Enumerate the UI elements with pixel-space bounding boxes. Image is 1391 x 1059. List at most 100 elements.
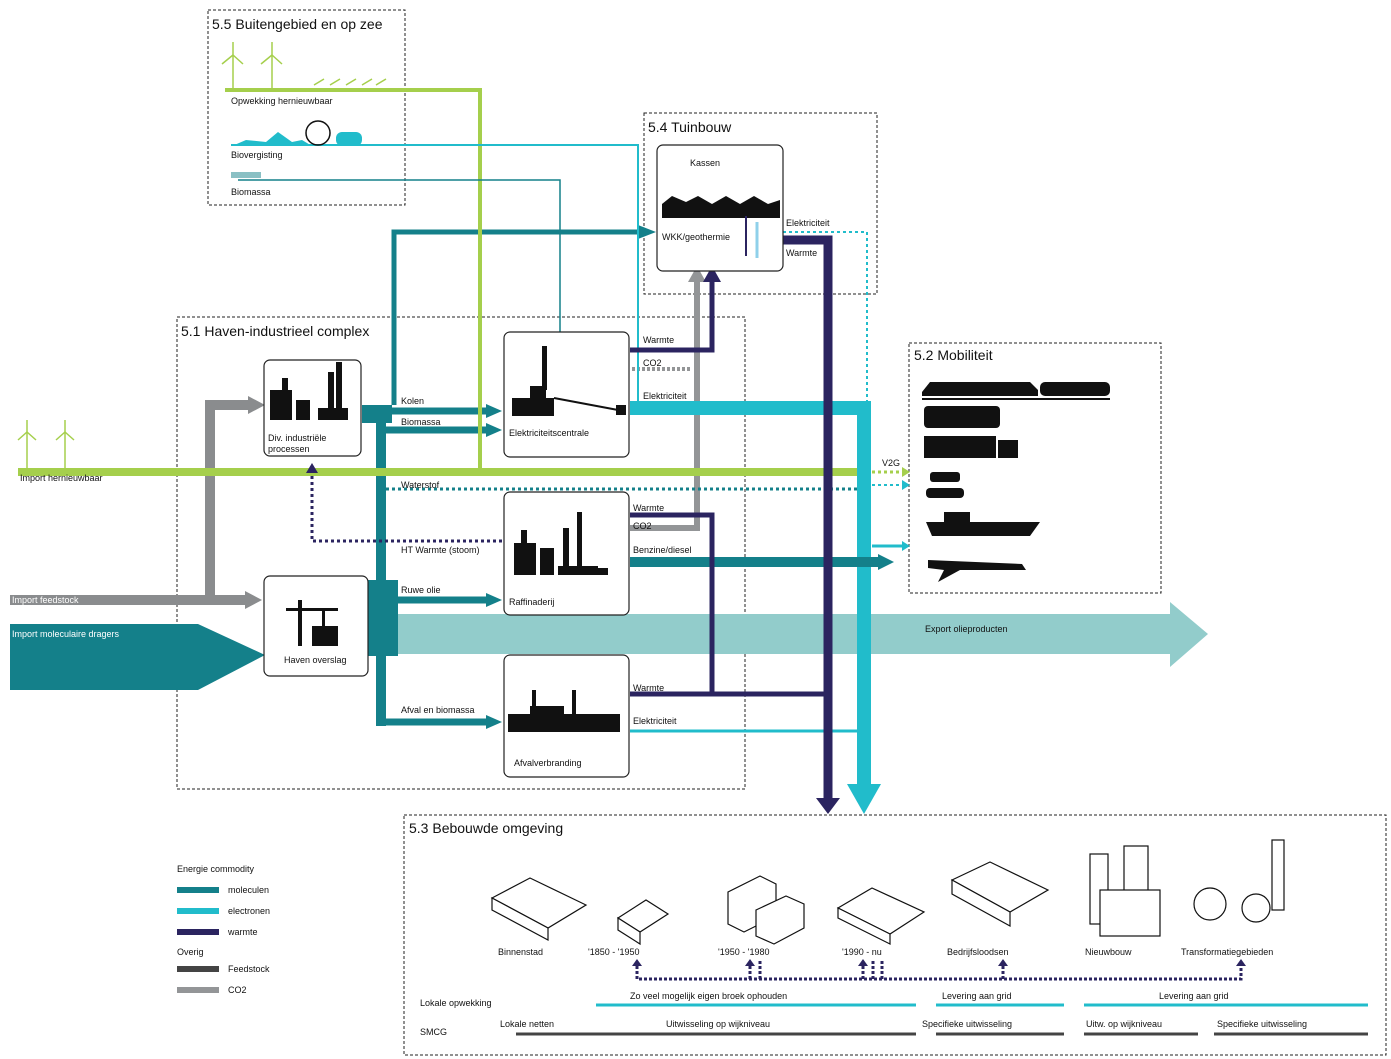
- import-wind-icon: [17, 420, 75, 470]
- zone-mobiliteit-title: 5.2 Mobiliteit: [914, 347, 993, 363]
- kassen-label: Kassen: [690, 158, 720, 168]
- plant-haven-label: Haven overslag: [284, 655, 347, 665]
- feedstock-arrowheads: [245, 396, 265, 609]
- wind-turbine-icon: [221, 42, 387, 92]
- opwekking-text-1: Zo veel mogelijk eigen broek ophouden: [630, 991, 787, 1001]
- ship-icon: [926, 512, 1040, 536]
- flow-afval-warmte-label: Warmte: [633, 683, 664, 693]
- heat-arrowhead-kas: [703, 266, 721, 282]
- molecules-trunk: [362, 405, 398, 726]
- flow-kolen-label: Kolen: [401, 396, 424, 406]
- electron-arrowhead-bebouwd: [847, 784, 881, 814]
- plant-centrale: Elektriciteitscentrale: [503, 331, 630, 458]
- zone-bebouwd-title: 5.3 Bebouwde omgeving: [409, 820, 563, 836]
- steam-arrowhead: [306, 463, 318, 473]
- lokale-opwekking-label: Lokale opwekking: [420, 998, 492, 1008]
- transformation-icon: [1193, 839, 1285, 923]
- flow-ht-warmte-label: HT Warmte (stoom): [401, 545, 480, 555]
- binnenstad-icon: [490, 877, 588, 942]
- district-label-1: '1850 - '1950: [588, 947, 639, 957]
- legend-overig: Overig: [177, 947, 204, 957]
- biovergisting-label: Biovergisting: [231, 150, 283, 160]
- plant-industrie-label-2: processen: [268, 444, 310, 454]
- flow-raff-co2-label: CO2: [633, 521, 652, 531]
- legend-electronen: electronen: [228, 906, 270, 916]
- smcg-text-1: Lokale netten: [500, 1019, 554, 1029]
- zone-bebouwd: 5.3 Bebouwde omgeving: [403, 814, 1387, 1056]
- plant-afval: Afvalverbranding: [503, 654, 630, 778]
- legend-title: Energie commodity: [177, 864, 255, 874]
- zone-haven-title: 5.1 Haven-industrieel complex: [181, 323, 369, 339]
- import-renewable-label: Import hernieuwbaar: [20, 473, 103, 483]
- highrise-icon: [1089, 845, 1161, 937]
- bus-icon: [924, 406, 1000, 428]
- district-icons: [490, 839, 1285, 946]
- car-icon: [926, 472, 964, 498]
- truck-icon: [924, 436, 1018, 458]
- district-heat-network: [635, 961, 1243, 981]
- district-labels: Binnenstad '1850 - '1950 '1950 - '1980 '…: [498, 947, 1273, 957]
- electron-flow: [231, 144, 905, 786]
- flow-afval-elek-label: Elektriciteit: [633, 716, 677, 726]
- flow-centrale-elek-label: Elektriciteit: [643, 391, 687, 401]
- heat-flow: [310, 235, 833, 800]
- legend-moleculen: moleculen: [228, 885, 269, 895]
- villa-icon: [836, 887, 926, 945]
- district-label-5: Nieuwbouw: [1085, 947, 1132, 957]
- co2-arrowhead: [688, 266, 706, 282]
- smcg-label: SMCG: [420, 1027, 447, 1037]
- hydrogen-arrowhead: [902, 480, 910, 490]
- smcg-text-2: Uitwisseling op wijkniveau: [666, 1019, 770, 1029]
- flow-raff-benzine-label: Benzine/diesel: [633, 545, 692, 555]
- plane-icon: [928, 560, 1026, 582]
- district-label-2: '1950 - '1980: [718, 947, 769, 957]
- district-label-4: Bedrijfsloodsen: [947, 947, 1009, 957]
- biogas-icon: [232, 120, 362, 146]
- plant-raffinaderij: Raffinaderij: [503, 491, 630, 616]
- wkk-label: WKK/geothermie: [662, 232, 730, 242]
- opwekking-label: Opwekking hernieuwbaar: [231, 96, 333, 106]
- import-molecular-label: Import moleculaire dragers: [12, 629, 120, 639]
- smcg-text-4: Uitw. op wijkniveau: [1086, 1019, 1162, 1029]
- plant-centrale-label: Elektriciteitscentrale: [509, 428, 589, 438]
- zone-haven: 5.1 Haven-industrieel complex: [176, 316, 746, 790]
- flow-waterstof-label: Waterstof: [401, 480, 440, 490]
- biomass-icon: [231, 172, 261, 178]
- smcg-text-5: Specifieke uitwisseling: [1217, 1019, 1307, 1029]
- smcg-text-3: Specifieke uitwisseling: [922, 1019, 1012, 1029]
- house-icon: [616, 899, 670, 946]
- zone-buitengebied: 5.5 Buitengebied en op zee: [207, 9, 406, 206]
- flow-biomassa-label: Biomassa: [401, 417, 441, 427]
- export-oil-arrow: [386, 602, 1208, 667]
- export-oil-label: Export olieproducten: [925, 624, 1008, 634]
- fuel-arrowhead: [878, 554, 894, 570]
- feedstock-flow: [10, 400, 250, 605]
- molecules-branches: [381, 229, 640, 726]
- flow-afval-label: Afval en biomassa: [401, 705, 475, 715]
- train-icon: [922, 382, 1110, 400]
- flow-v2g-label: V2G: [882, 458, 900, 468]
- district-label-0: Binnenstad: [498, 947, 543, 957]
- electron-arrowhead-mob: [902, 541, 910, 551]
- zone-tuinbouw-title: 5.4 Tuinbouw: [648, 119, 732, 135]
- flow-centrale-warmte-label: Warmte: [643, 335, 674, 345]
- import-feedstock-label: Import feedstock: [12, 595, 79, 605]
- district-label-6: Transformatiegebieden: [1181, 947, 1273, 957]
- zone-mobiliteit: 5.2 Mobiliteit: [908, 342, 1162, 594]
- biomassa-label: Biomassa: [231, 187, 271, 197]
- opwekking-text-3: Levering aan grid: [1159, 991, 1229, 1001]
- flow-centrale-co2-label: CO2: [643, 358, 662, 368]
- flow-ruwe-olie-label: Ruwe olie: [401, 585, 441, 595]
- co2-flow: [630, 280, 700, 531]
- import-molecular-arrow: [10, 624, 265, 690]
- plant-afval-label: Afvalverbranding: [514, 758, 582, 768]
- legend: Energie commodity moleculen electronen w…: [177, 864, 270, 995]
- v2g-arrowhead: [902, 467, 910, 477]
- plant-raffinaderij-label: Raffinaderij: [509, 597, 554, 607]
- flat-icon: [727, 875, 805, 945]
- plant-kassen: Kassen WKK/geothermie: [656, 144, 784, 272]
- molecules-arrowheads: [486, 225, 656, 729]
- plant-industrie-label-1: Div. industriële: [268, 433, 326, 443]
- warehouse-icon: [950, 861, 1050, 928]
